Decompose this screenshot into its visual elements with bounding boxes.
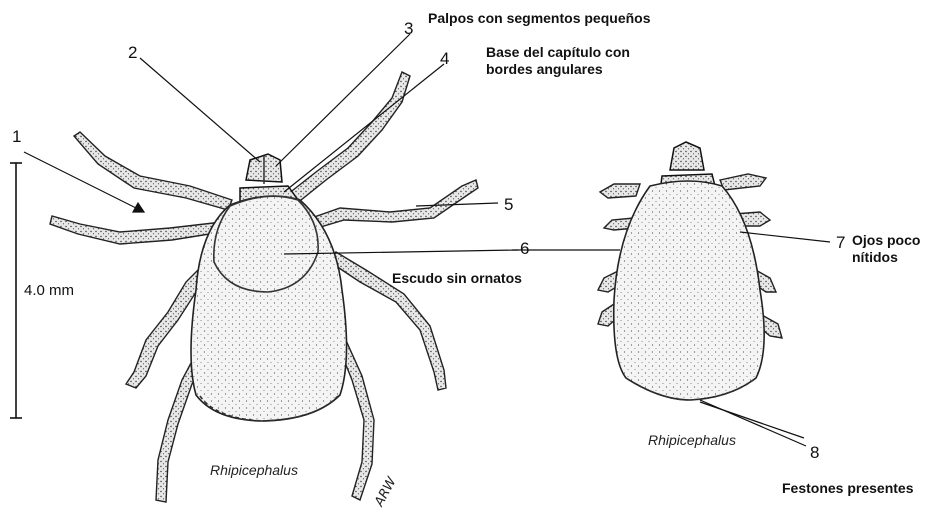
label-number-6: 6: [520, 240, 529, 258]
label-number-8: 8: [810, 444, 819, 462]
scale-bar: [10, 163, 22, 418]
species-name-right: Rhipicephalus: [648, 432, 736, 448]
scale-label: 4.0 mm: [24, 282, 74, 299]
label-ojos-line1: Ojos poco: [852, 232, 920, 249]
label-base-line1: Base del capítulo con: [486, 44, 630, 61]
label-palpos: Palpos con segmentos pequeños: [428, 10, 651, 27]
label-ojos: Ojos poco nítidos: [852, 232, 920, 266]
label-number-4: 4: [440, 50, 449, 68]
label-festones: Festones presentes: [782, 480, 914, 497]
label-ojos-line2: nítidos: [852, 249, 920, 266]
label-number-5: 5: [504, 196, 513, 214]
left-tick-body: [191, 196, 347, 421]
label-base-line2: bordes angulares: [486, 61, 630, 78]
label-base-capitulo: Base del capítulo con bordes angulares: [486, 44, 630, 78]
label-number-7: 7: [836, 234, 845, 252]
species-name-left: Rhipicephalus: [210, 462, 298, 478]
label-number-1: 1: [12, 128, 21, 146]
label-number-3: 3: [404, 20, 413, 38]
label-escudo: Escudo sin ornatos: [392, 270, 522, 287]
label-number-2: 2: [128, 44, 137, 62]
